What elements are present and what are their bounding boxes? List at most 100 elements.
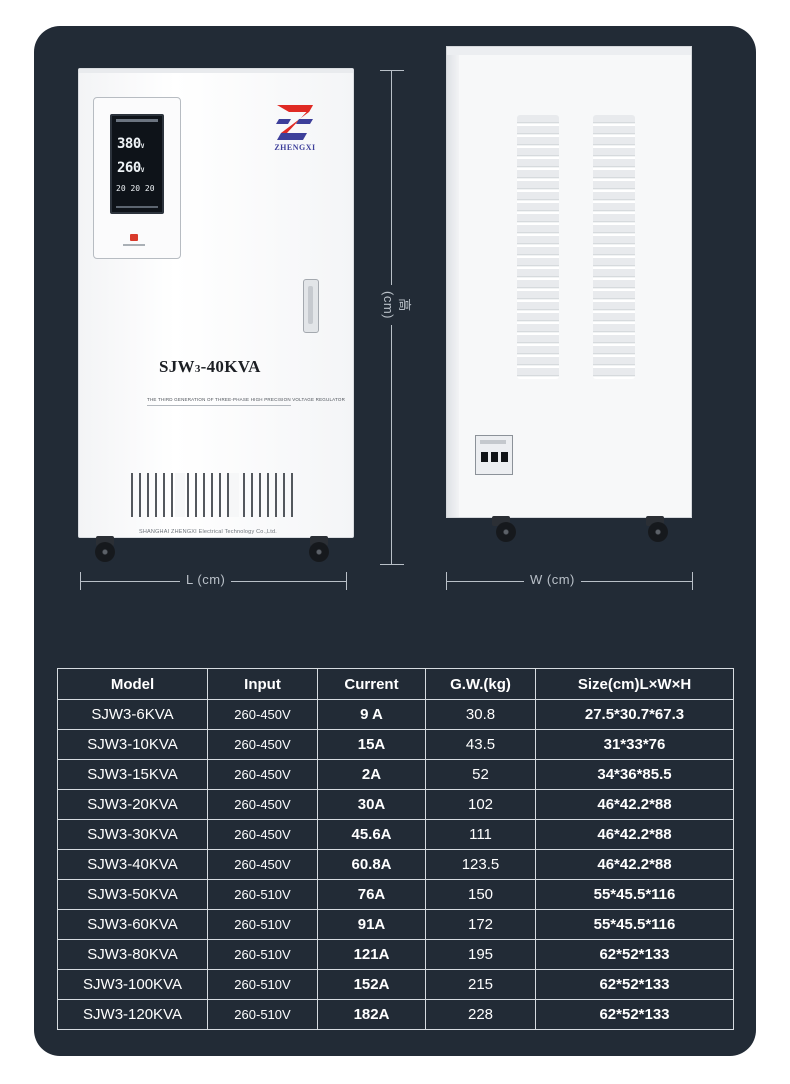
cell-input: 260-450V (207, 759, 318, 790)
col-header-input: Input (207, 668, 318, 700)
cell-current: 182A (317, 999, 426, 1030)
col-header-model: Model (57, 668, 208, 700)
caster-wheel (496, 522, 516, 542)
door-handle (303, 279, 319, 333)
caster-wheel (309, 542, 329, 562)
cell-size: 62*52*133 (535, 939, 734, 970)
caster-bracket (646, 516, 664, 526)
caster-wheel (648, 522, 668, 542)
cell-current: 76A (317, 879, 426, 910)
brand-name: ZHENGXI (274, 143, 316, 152)
cell-input: 260-450V (207, 849, 318, 880)
cell-model: SJW3-30KVA (57, 819, 208, 850)
cell-input: 260-450V (207, 789, 318, 820)
power-button[interactable] (130, 234, 138, 241)
front-vent-slots (131, 473, 295, 517)
cell-current: 121A (317, 939, 426, 970)
cell-weight: 43.5 (425, 729, 536, 760)
front-view-cabinet: 380V 260V 20 20 20 ZHENGXI SJW3-40KVA TH… (78, 68, 354, 538)
cell-weight: 30.8 (425, 699, 536, 730)
cell-current: 152A (317, 969, 426, 1000)
col-header-weight: G.W.(kg) (425, 668, 536, 700)
height-dim-cap-bottom (380, 564, 404, 565)
cell-size: 27.5*30.7*67.3 (535, 699, 734, 730)
side-view-cabinet (446, 46, 692, 518)
cell-model: SJW3-40KVA (57, 849, 208, 880)
caster-bracket (492, 516, 510, 526)
cell-size: 46*42.2*88 (535, 789, 734, 820)
col-header-current: Current (317, 668, 426, 700)
breaker-switch (501, 452, 508, 462)
cell-weight: 111 (425, 819, 536, 850)
display-header-text (116, 119, 158, 122)
cell-model: SJW3-6KVA (57, 699, 208, 730)
width-label: W (cm) (524, 572, 581, 587)
cabinet-side-edge (447, 47, 459, 517)
cell-current: 15A (317, 729, 426, 760)
cell-input: 260-510V (207, 969, 318, 1000)
col-header-size: Size(cm)L×W×H (535, 668, 734, 700)
caster-bracket (310, 536, 328, 546)
cell-size: 55*45.5*116 (535, 909, 734, 940)
width-dim-cap-right (692, 572, 693, 590)
product-tagline: THE THIRD GENERATION OF THREE-PHASE HIGH… (147, 397, 346, 402)
model-label: SJW3-40KVA (159, 357, 261, 376)
cell-weight: 228 (425, 999, 536, 1030)
cell-model: SJW3-50KVA (57, 879, 208, 910)
breaker-switch (481, 452, 488, 462)
cabinet-top-edge (447, 47, 691, 55)
cell-weight: 123.5 (425, 849, 536, 880)
control-panel: 380V 260V 20 20 20 (93, 97, 181, 259)
cell-model: SJW3-100KVA (57, 969, 208, 1000)
length-dim-cap-right (346, 572, 347, 590)
cell-size: 46*42.2*88 (535, 849, 734, 880)
cell-input: 260-450V (207, 819, 318, 850)
company-name: SHANGHAI ZHENGXI Electrical Technology C… (139, 529, 277, 535)
cell-size: 62*52*133 (535, 999, 734, 1030)
cabinet-top-edge (79, 69, 353, 73)
caster-wheel (95, 542, 115, 562)
breaker-switch (491, 452, 498, 462)
cell-weight: 215 (425, 969, 536, 1000)
display-phase-readouts: 20 20 20 (116, 184, 155, 193)
cell-current: 91A (317, 909, 426, 940)
cell-size: 31*33*76 (535, 729, 734, 760)
breaker-label (480, 440, 506, 444)
cell-input: 260-510V (207, 939, 318, 970)
power-button-label (123, 244, 145, 246)
cell-current: 30A (317, 789, 426, 820)
cell-model: SJW3-60KVA (57, 909, 208, 940)
cell-current: 45.6A (317, 819, 426, 850)
cell-current: 9 A (317, 699, 426, 730)
cell-model: SJW3-80KVA (57, 939, 208, 970)
cell-current: 60.8A (317, 849, 426, 880)
length-label: L (cm) (180, 572, 232, 587)
brand-logo: ZHENGXI (265, 103, 325, 167)
circuit-breaker (475, 435, 513, 475)
cell-size: 55*45.5*116 (535, 879, 734, 910)
cell-input: 260-510V (207, 909, 318, 940)
vent-divider (175, 473, 185, 517)
cell-model: SJW3-15KVA (57, 759, 208, 790)
cell-size: 62*52*133 (535, 969, 734, 1000)
cell-model: SJW3-10KVA (57, 729, 208, 760)
tagline-underline (147, 405, 291, 406)
display-voltage-input: 380V (117, 136, 144, 152)
cell-size: 34*36*85.5 (535, 759, 734, 790)
cell-model: SJW3-20KVA (57, 789, 208, 820)
product-panel: 380V 260V 20 20 20 ZHENGXI SJW3-40KVA TH… (34, 26, 756, 1056)
display-voltage-output: 260V (117, 160, 144, 176)
vent-divider (229, 473, 239, 517)
side-louvers-right (593, 115, 635, 379)
cell-model: SJW3-120KVA (57, 999, 208, 1030)
